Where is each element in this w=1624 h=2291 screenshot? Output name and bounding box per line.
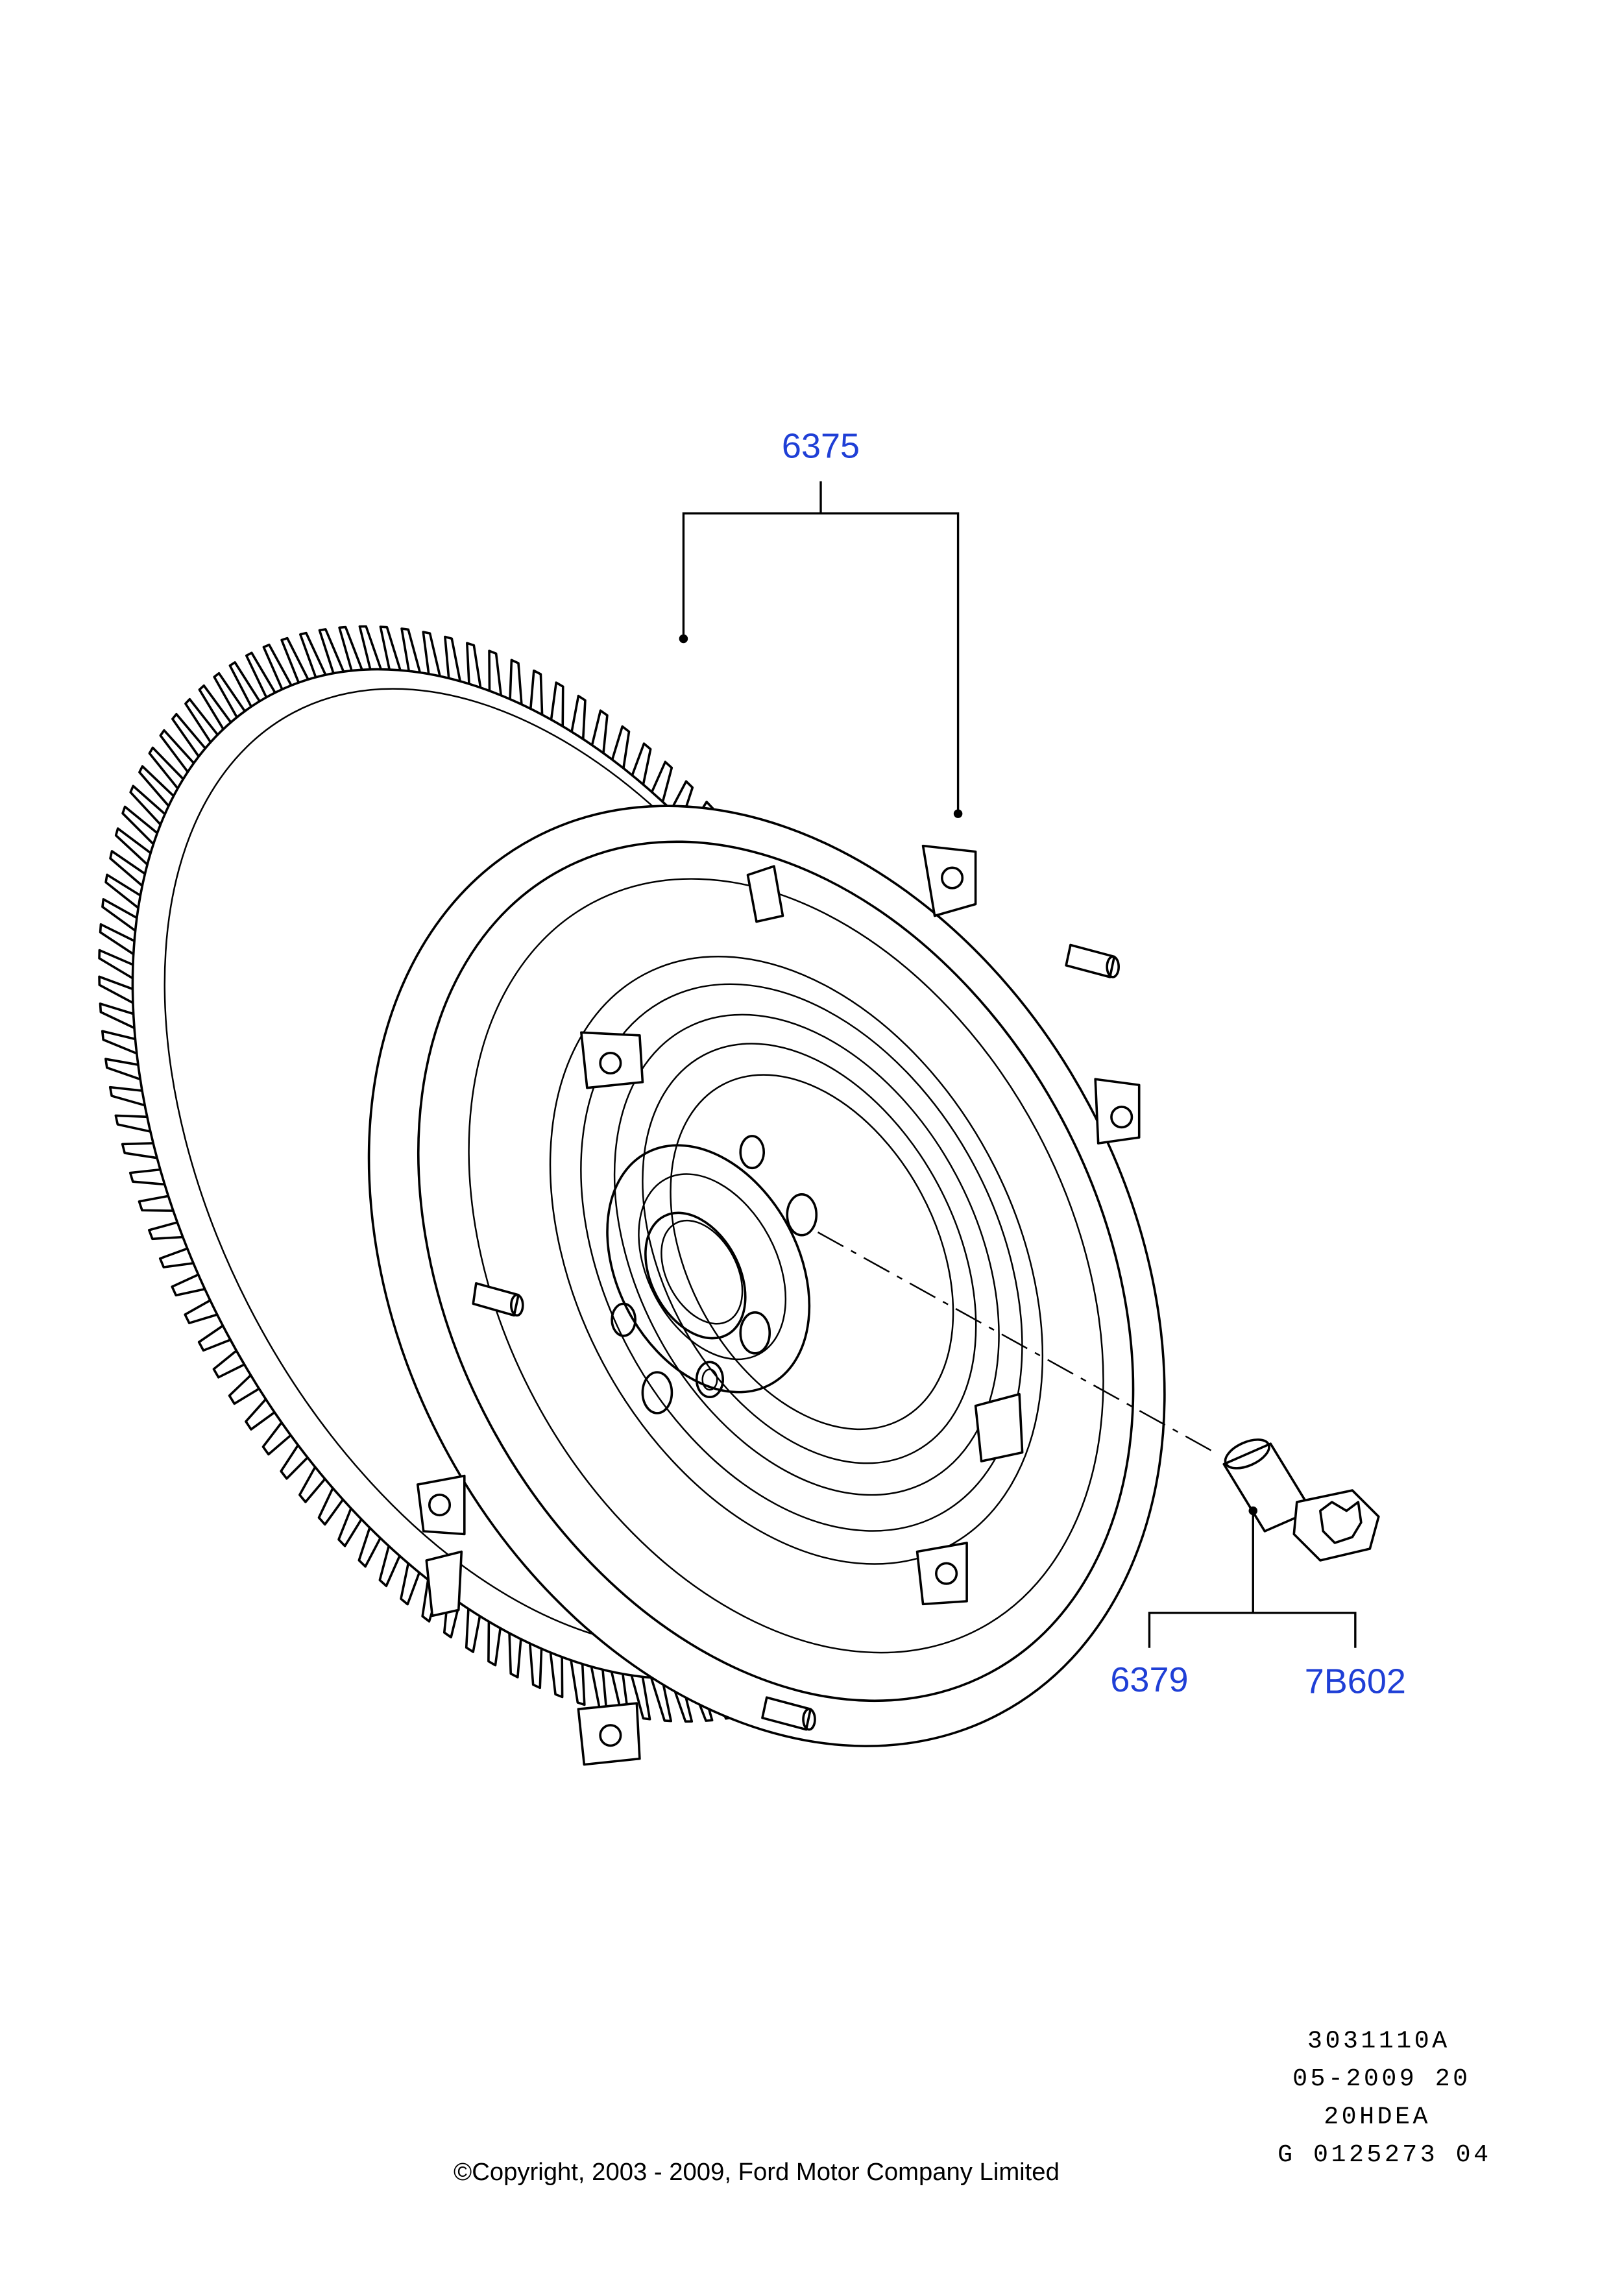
gear-tooth [98,949,134,980]
gear-tooth [138,1194,175,1212]
gear-tooth [590,1665,608,1712]
gear-tooth [358,1526,382,1568]
dowel-pins [472,943,1120,1731]
gear-tooth [400,1562,421,1606]
gear-tooth [466,642,482,689]
gear-tooth [114,827,152,866]
info-line-3: 20HDEA [1324,2103,1431,2131]
gear-tooth [171,712,207,758]
gear-tooth [171,1273,206,1297]
part-label-6375: 6375 [782,427,860,466]
gear-tooth [213,672,247,719]
gear-tooth [147,1221,184,1241]
callout-leader-6375 [679,481,963,818]
gear-tooth [104,873,142,910]
flywheel-hub [606,1144,811,1394]
gear-tooth [630,1674,651,1721]
gear-tooth [280,1444,309,1480]
gear-tooth [444,635,461,683]
gear-tooth [590,709,609,755]
gear-tooth [108,1085,146,1107]
info-line-2: 05-2009 20 [1292,2065,1471,2093]
rim-mounting-lugs [416,844,1141,1766]
gear-tooth [550,681,564,728]
gear-tooth [649,1676,673,1723]
gear-tooth [317,1486,345,1526]
gear-tooth [198,684,232,731]
part-label-6379: 6379 [1110,1660,1188,1699]
gear-tooth [228,1374,261,1405]
gear-tooth [487,1620,502,1667]
gear-tooth [128,1168,166,1186]
gear-tooth [570,694,587,740]
callout-leader-6379-7B602 [1148,1506,1357,1648]
gear-tooth [611,725,631,770]
gear-tooth [358,625,382,671]
part-label-7B602: 7B602 [1305,1662,1406,1701]
gear-tooth [631,742,652,786]
gear-tooth [298,1466,326,1503]
gear-tooth [379,625,402,672]
gear-tooth [465,1607,481,1653]
hub-bolt-holes [611,1135,818,1414]
gear-tooth [101,898,138,932]
gear-tooth [318,628,345,675]
info-line-1: 3031110A [1307,2028,1450,2055]
gear-tooth [121,1142,158,1159]
gear-tooth [488,649,502,697]
gear-tooth [529,669,544,716]
gear-tooth [212,1349,246,1379]
gear-tooth [299,631,327,679]
gear-tooth [159,729,195,773]
gear-tooth [148,746,185,790]
drawing-info-block: 3031110A 05-2009 20 20HDEA G 0125273 04 [1278,2028,1491,2169]
gear-tooth [104,1058,141,1081]
gear-tooth [400,627,422,674]
gear-tooth [121,805,159,845]
gear-tooth [669,1677,694,1723]
gear-tooth [378,1545,401,1588]
gear-tooth [98,975,134,1004]
gear-tooth [101,1030,138,1055]
gear-tooth [109,850,147,888]
gear-tooth [650,760,673,803]
info-line-4: G 0125273 04 [1278,2141,1491,2169]
flywheel-bolt [1222,1438,1380,1562]
gear-tooth [245,1398,276,1431]
gear-tooth [99,1002,136,1030]
gear-tooth [228,661,261,708]
gear-tooth [338,625,363,672]
gear-tooth [138,765,175,808]
gear-tooth [245,651,276,699]
gear-tooth [262,643,293,691]
gear-tooth [508,1632,522,1679]
gear-tooth [280,636,309,684]
gear-tooth [99,923,136,956]
gear-tooth [528,1642,543,1690]
gear-tooth [158,1247,195,1268]
gear-tooth [197,1324,232,1352]
gear-tooth [670,780,694,821]
bolt-axis-line [817,1231,1213,1452]
gear-tooth [184,1299,219,1325]
gear-tooth [129,784,167,826]
flywheel-front-plate [367,805,1166,1747]
gear-tooth [422,631,441,678]
gear-tooth [184,697,219,744]
gear-tooth [549,1651,564,1699]
gear-tooth [114,1114,152,1133]
gear-tooth [261,1421,292,1456]
gear-tooth [337,1507,363,1547]
gear-tooth [509,659,523,706]
gear-tooth [570,1659,586,1706]
copyright-notice: ©Copyright, 2003 - 2009, Ford Motor Comp… [454,2158,1060,2186]
